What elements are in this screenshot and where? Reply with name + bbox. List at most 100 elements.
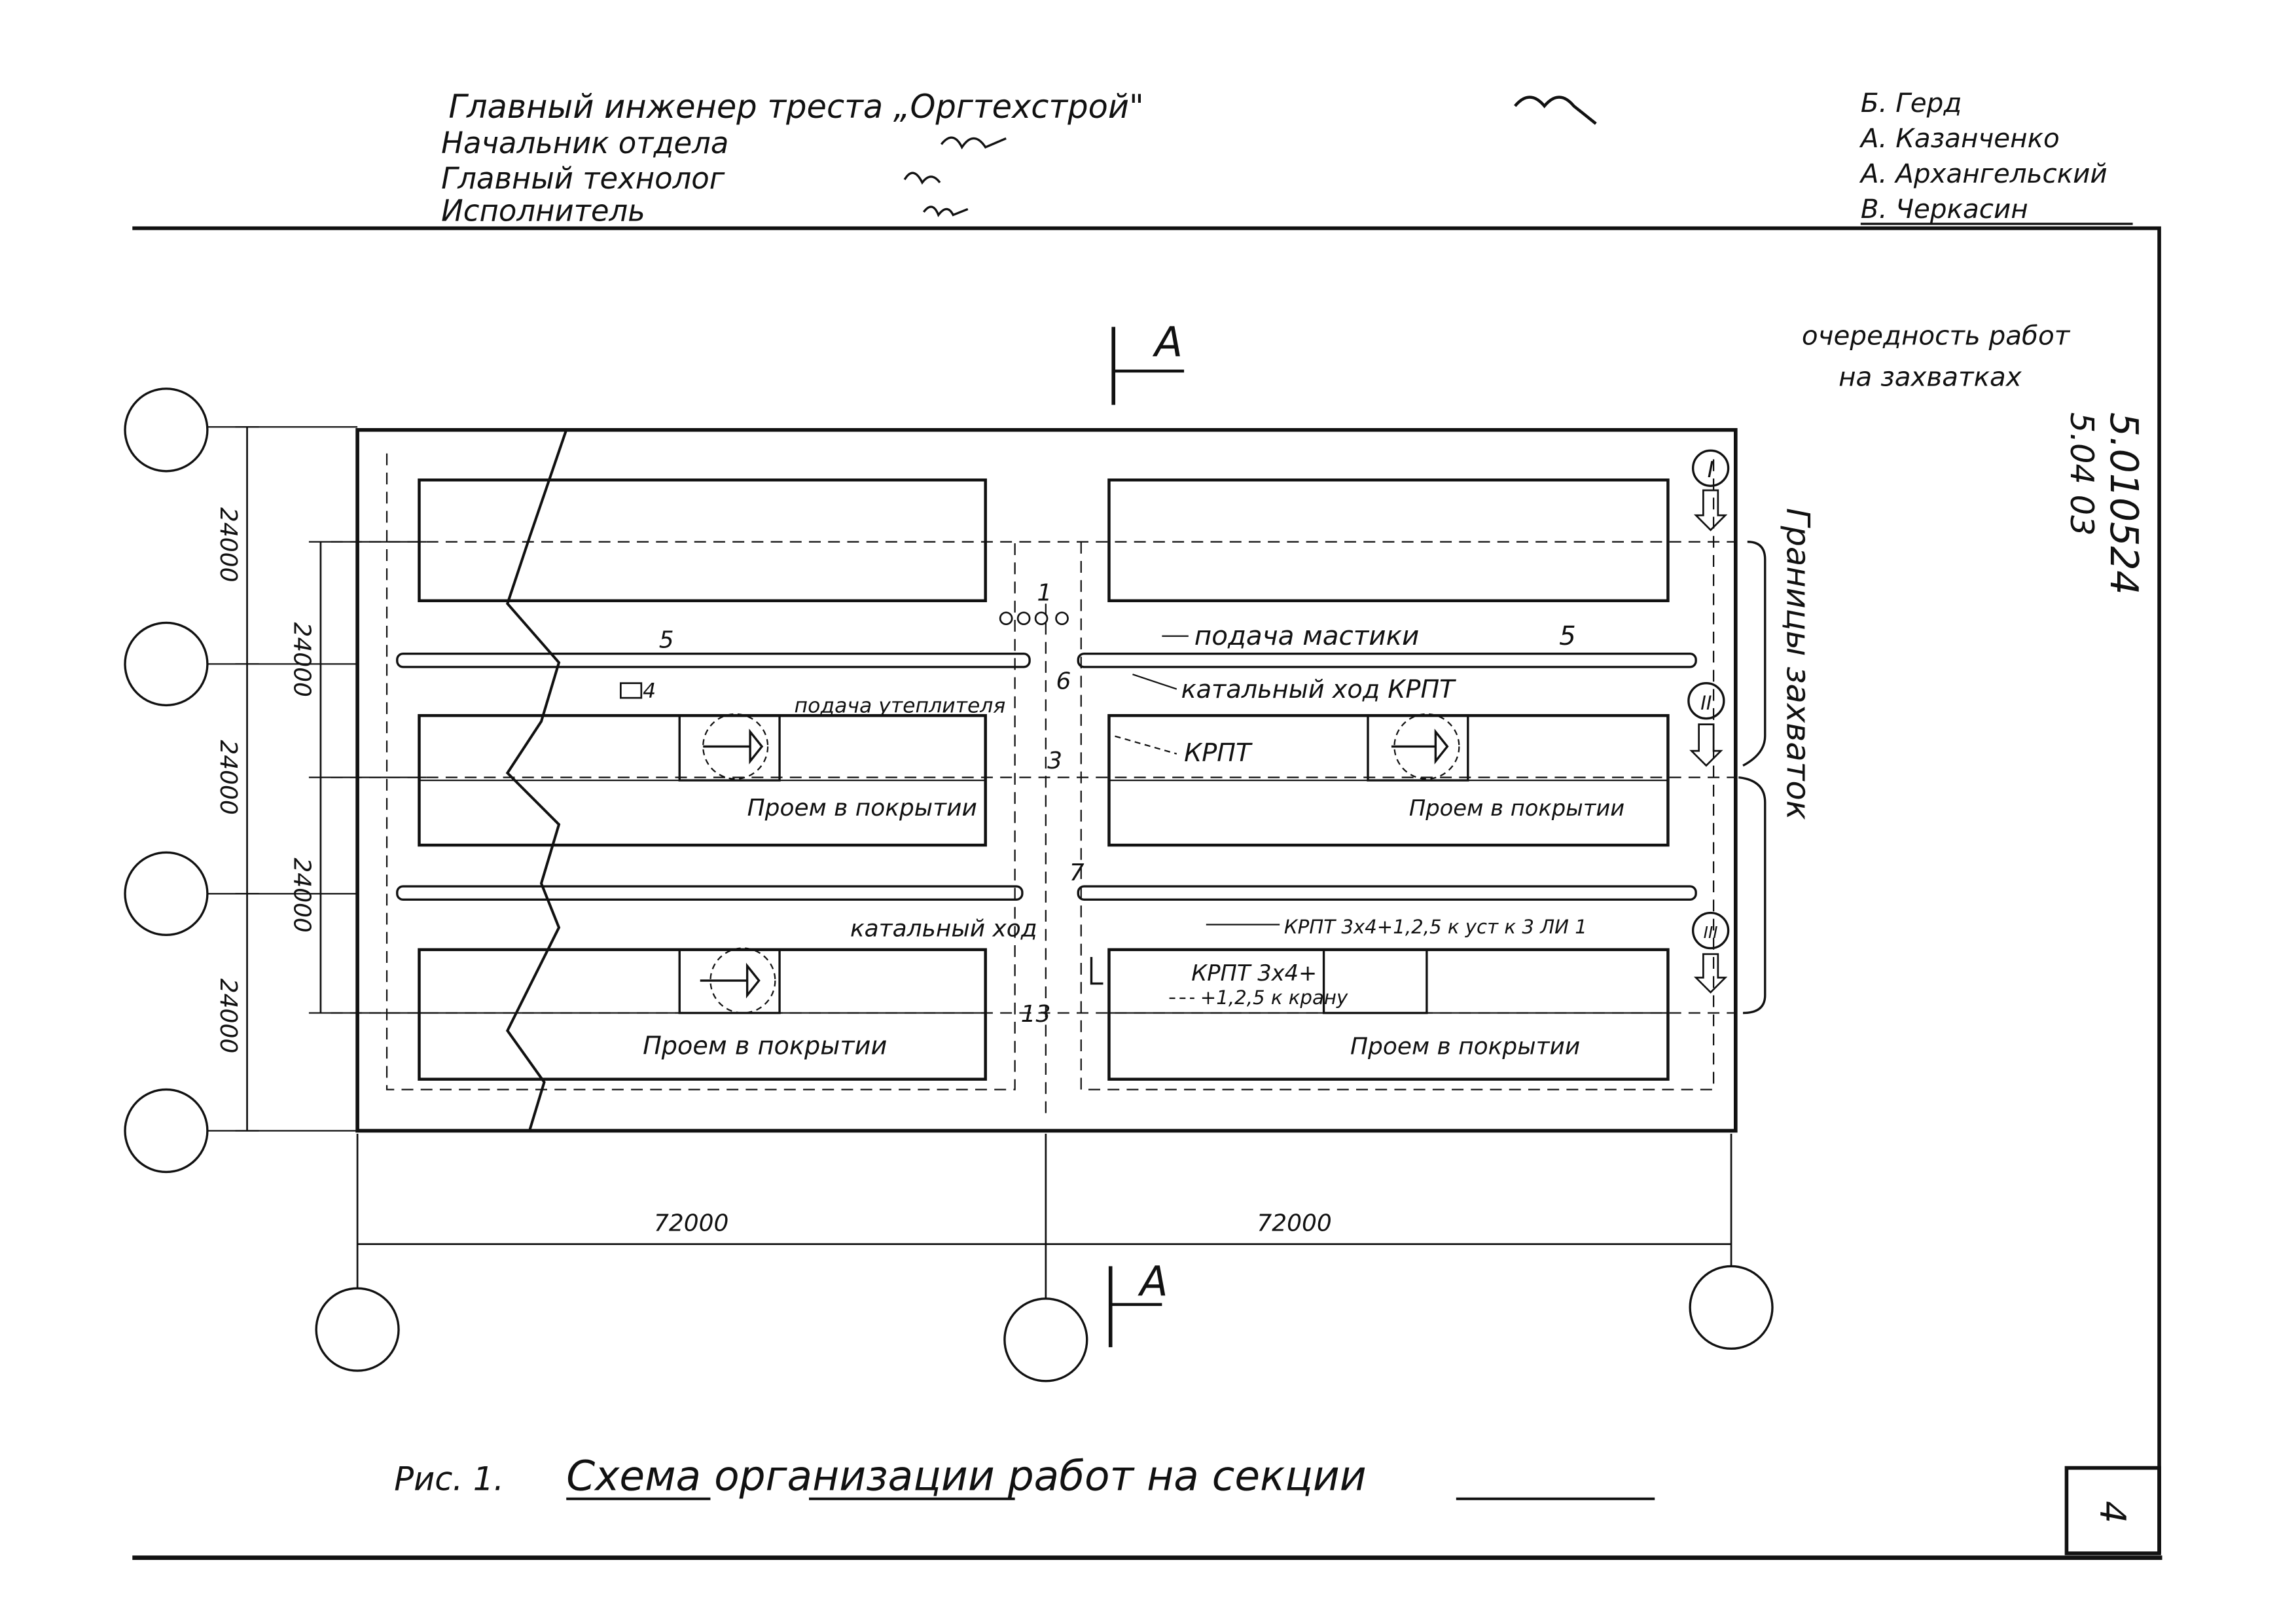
- point-5-right: 5: [1559, 620, 1576, 651]
- queue-marker-3: [1691, 911, 1730, 950]
- axis-circle-row1: [124, 388, 209, 473]
- dim-left-outer-1: 24000: [215, 507, 242, 582]
- building-outline: [355, 427, 1738, 1133]
- queue-note-line2: на захватках: [1839, 361, 2022, 392]
- dim-left-inner-2: 24000: [288, 857, 315, 932]
- label-krpt-spec-1: КРПТ 3х4+1,2,5 к уст к 3 ЛИ 1: [1284, 916, 1587, 938]
- axis-circle-row2: [124, 621, 209, 707]
- signature-dept-head: [940, 136, 1007, 150]
- label-krpt: КРПТ: [1184, 739, 1253, 768]
- rolling-paths: [396, 653, 1697, 901]
- sheet-frame: 4: [132, 226, 2162, 1561]
- krpt-machines: [678, 713, 1469, 1015]
- caption-prefix: Рис. 1.: [394, 1460, 504, 1498]
- point-7: 7: [1069, 859, 1085, 886]
- opening-row1-right: [1107, 478, 1670, 602]
- krpt-body-row2-right: [1367, 714, 1469, 782]
- point-5-left: 5: [659, 627, 674, 654]
- dim-left-inner-1: 24000: [288, 622, 315, 696]
- axis-circle-row3: [124, 851, 209, 936]
- down-arrow-icon: [1689, 723, 1723, 767]
- queue-note-line1: очередность работ: [1802, 319, 2071, 351]
- signature-technologist: [903, 171, 941, 185]
- sheet-number: 4: [2092, 1501, 2133, 1523]
- name-gerd: Б. Герд: [1861, 87, 1962, 118]
- section-letter-bottom: A: [1138, 1257, 1168, 1305]
- crane-radius-row2-right: [1393, 713, 1460, 780]
- rail-row2-right: [1077, 885, 1697, 901]
- doc-number-main: 5.010524: [2102, 412, 2146, 595]
- crane-boom-icon: [1391, 729, 1449, 765]
- name-arkhangelsky: А. Архангельский: [1859, 158, 2108, 189]
- crane-radius-row3-left: [709, 947, 776, 1014]
- svg-text:I: I: [1708, 457, 1714, 482]
- title-line-executor: Исполнитель: [441, 193, 645, 228]
- title-line-chief-technologist: Главный технолог: [441, 161, 725, 196]
- dim-bottom-1: 72000: [654, 1210, 728, 1236]
- insulation-pallet: [620, 682, 643, 699]
- krpt-body-row3-left: [678, 948, 781, 1015]
- rail-row1-left: [396, 653, 1031, 668]
- point-3: 3: [1047, 748, 1062, 774]
- dim-left-outer-3: 24000: [215, 979, 242, 1053]
- krpt-body-row3-right: [1322, 948, 1428, 1015]
- crane-boom-icon: [700, 962, 761, 999]
- svg-text:III: III: [1704, 923, 1718, 942]
- name-cherkasin: В. Черкасин: [1861, 193, 2028, 225]
- label-insulation-feed: подача утеплителя: [795, 695, 1006, 718]
- label-capture-bounds: Границы захваток: [1779, 508, 1817, 820]
- label-rolling-path-krpt: катальный ход КРПТ: [1181, 676, 1457, 704]
- queue-marker-1: [1691, 449, 1730, 487]
- label-krpt-spec-2b: +1,2,5 к крану: [1200, 986, 1348, 1009]
- axis-circle-col3: [1689, 1265, 1774, 1350]
- axis-circle-col1: [315, 1287, 400, 1372]
- caption-text: Схема организации работ на секции: [566, 1452, 1366, 1500]
- label-opening-row3-right: Проем в покрытии: [1350, 1033, 1580, 1060]
- capture-boundaries: Границы захваток: [1738, 508, 1817, 1015]
- point-4: 4: [643, 679, 656, 703]
- axis-circle-row4: [124, 1088, 209, 1174]
- crane-radius-row2-left: [702, 713, 769, 780]
- queue-note: очередность работ на захватках: [1802, 319, 2071, 392]
- krpt-body-row2-left: [678, 714, 781, 782]
- figure-caption: Рис. 1. Схема организации работ на секци…: [394, 1452, 1655, 1500]
- sheet-number-box: [2064, 1466, 2161, 1555]
- axis-markers: [124, 388, 1774, 1382]
- document-number: 5.010524 5.04 03: [2063, 412, 2146, 595]
- dim-bottom-2: 72000: [1257, 1210, 1331, 1236]
- opening-row1-left: [418, 478, 987, 602]
- section-mark-top: A: [1111, 318, 1185, 405]
- mastic-feed-units: [620, 611, 1069, 699]
- point-1: 1: [1037, 580, 1052, 607]
- svg-text:II: II: [1700, 692, 1712, 714]
- label-krpt-spec-2a: КРПТ 3х4+: [1191, 960, 1317, 986]
- label-opening-row2-right: Проем в покрытии: [1409, 795, 1624, 821]
- rail-row2-left: [396, 885, 1024, 901]
- label-rolling-path-a: катальный ход: [850, 916, 1037, 943]
- signature-chief: [1513, 96, 1597, 125]
- break-line: [505, 429, 568, 1132]
- title-line-dept-head: Начальник отдела: [441, 126, 728, 160]
- dimension-lines: 24000 24000 24000 24000 24000 72000 7200…: [215, 426, 1732, 1299]
- rail-row1-right: [1077, 653, 1697, 668]
- crane-boom-icon: [703, 729, 764, 765]
- queue-marker-2: [1687, 681, 1725, 720]
- queue-markers: I II III: [1687, 449, 1730, 994]
- frame-top-right: [132, 226, 2161, 1554]
- label-opening-row3-left: Проем в покрытии: [643, 1032, 887, 1060]
- point-13: 13: [1021, 1001, 1051, 1028]
- title-block-right: Б. Герд А. Казанченко А. Архангельский В…: [1859, 87, 2133, 225]
- roof-openings: [418, 478, 1670, 1081]
- plan-labels: 1 подача мастики 5 5 4 подача утеплителя…: [643, 580, 1624, 1061]
- doc-number-sub: 5.04 03: [2063, 412, 2101, 536]
- dim-left-outer-2: 24000: [215, 740, 242, 814]
- down-arrow-icon: [1693, 953, 1728, 994]
- section-letter-top: A: [1152, 318, 1183, 366]
- title-block-left: Главный инженер треста „Оргтехстрой" Нач…: [441, 88, 1597, 228]
- axis-circle-col2: [1003, 1297, 1088, 1382]
- signature-executor: [922, 206, 969, 217]
- section-mark-bottom: A: [1108, 1257, 1168, 1348]
- down-arrow-icon: [1693, 489, 1728, 532]
